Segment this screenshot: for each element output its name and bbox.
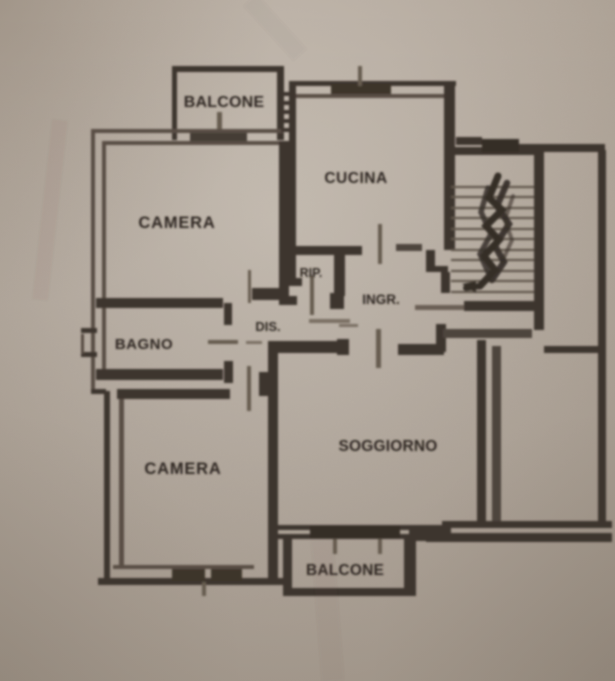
svg-text:DIS.: DIS. (255, 319, 280, 334)
svg-text:CUCINA: CUCINA (324, 170, 387, 187)
svg-text:RIP.: RIP. (300, 266, 323, 280)
svg-text:SOGGIORNO: SOGGIORNO (338, 438, 437, 455)
svg-text:CAMERA: CAMERA (144, 460, 221, 478)
svg-text:BAGNO: BAGNO (115, 336, 173, 353)
svg-text:CAMERA: CAMERA (138, 214, 215, 232)
svg-text:BALCONE: BALCONE (184, 94, 265, 111)
svg-text:INGR.: INGR. (362, 292, 400, 307)
